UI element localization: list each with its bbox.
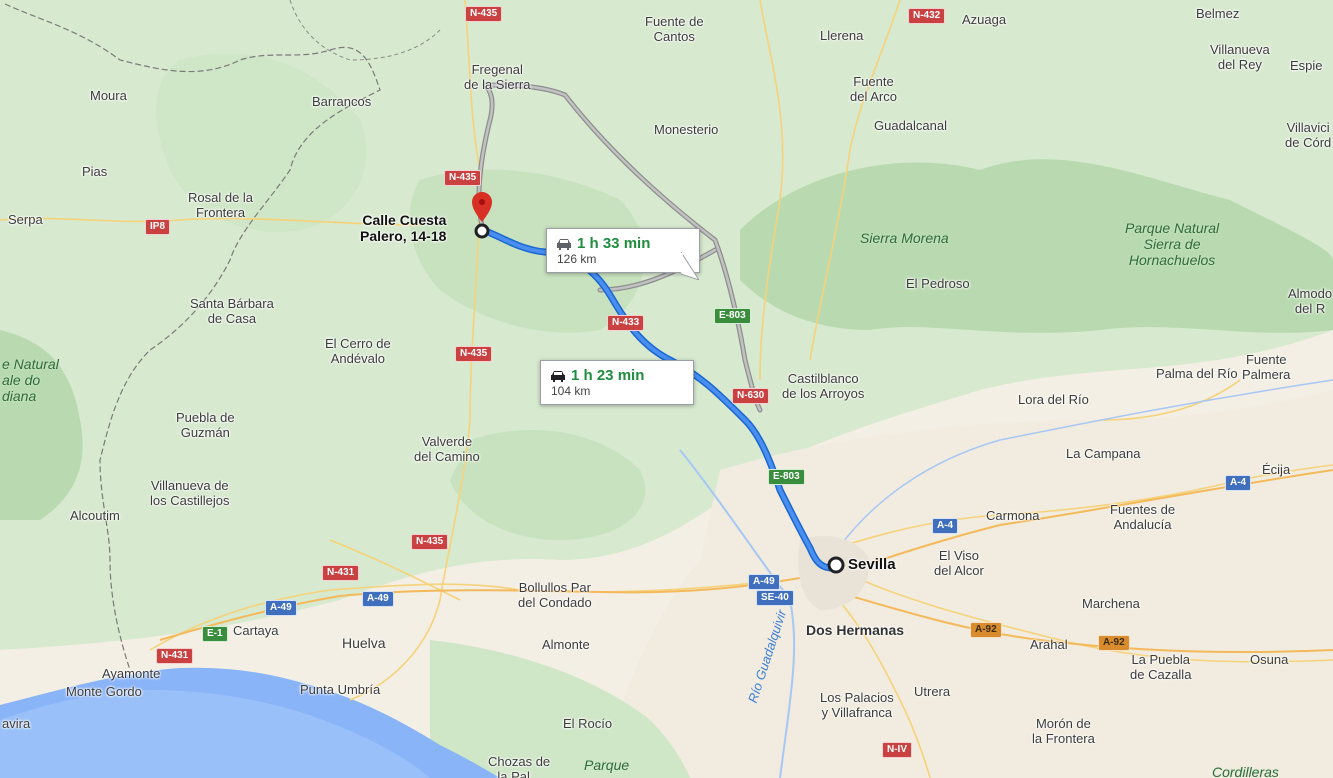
route-primary-time: 1 h 23 min	[571, 367, 645, 384]
town-chozas[interactable]: Chozas de la Pal...	[488, 754, 551, 778]
park-label-cordilleras: Cordilleras	[1212, 764, 1279, 778]
town-utrera[interactable]: Utrera	[914, 684, 951, 699]
road-shield-n435-top: N-435	[465, 6, 503, 22]
town-ayamonte[interactable]: Ayamonte	[102, 666, 161, 681]
town-serpa[interactable]: Serpa	[8, 212, 43, 227]
park-label-hornachuelos: Parque Natural Sierra de Hornachuelos	[1125, 220, 1220, 268]
park-label-sierra-morena: Sierra Morena	[860, 230, 949, 246]
road-shield-ip8: IP8	[145, 219, 171, 235]
town-la-campana[interactable]: La Campana	[1066, 446, 1141, 461]
town-santa-barbara[interactable]: Santa Bárbara de Casa	[190, 296, 274, 326]
road-shield-se40: SE-40	[756, 590, 794, 606]
town-lora-del-rio[interactable]: Lora del Río	[1018, 392, 1089, 407]
park-label-parque: Parque	[584, 757, 630, 773]
place-destination[interactable]: Calle Cuesta Palero, 14-18	[360, 212, 447, 244]
town-pias[interactable]: Pias	[82, 164, 108, 179]
route-primary-distance: 104 km	[551, 384, 591, 398]
route-alt-distance: 126 km	[557, 252, 597, 266]
town-monesterio[interactable]: Monesterio	[654, 122, 719, 137]
road-shield-n433: N-433	[607, 315, 645, 331]
town-castilblanco[interactable]: Castilblanco de los Arroyos	[782, 371, 865, 401]
town-ecija[interactable]: Écija	[1262, 462, 1291, 477]
road-shield-n431-a: N-431	[322, 565, 360, 581]
town-almonte[interactable]: Almonte	[542, 637, 590, 652]
town-el-rocio[interactable]: El Rocío	[563, 716, 613, 731]
town-azuaga[interactable]: Azuaga	[962, 12, 1007, 27]
route-primary-callout[interactable]: 1 h 23 min 104 km	[540, 360, 694, 405]
road-shield-a49-b: A-49	[362, 591, 394, 607]
road-shield-n435-b: N-435	[455, 346, 493, 362]
town-guadalcanal[interactable]: Guadalcanal	[874, 118, 947, 133]
road-shield-n435-a: N-435	[444, 170, 482, 186]
origin-marker	[827, 556, 845, 574]
town-fuente-del-arco[interactable]: Fuente del Arco	[850, 74, 897, 104]
town-valverde[interactable]: Valverde del Camino	[414, 434, 480, 464]
road-shield-e1: E-1	[202, 626, 228, 642]
town-villanueva-del-rey[interactable]: Villanueva del Rey	[1210, 42, 1270, 72]
place-sevilla[interactable]: Sevilla	[848, 556, 896, 573]
road-shield-a4-a: A-4	[1225, 475, 1252, 491]
town-villanueva-castillejos[interactable]: Villanueva de los Castillejos	[150, 478, 230, 508]
town-belmez[interactable]: Belmez	[1196, 6, 1240, 21]
town-fregenal[interactable]: Fregenal de la Sierra	[464, 62, 531, 92]
town-bollullos[interactable]: Bollullos Par del Condado	[518, 580, 592, 610]
road-shield-a92-b: A-92	[1098, 635, 1130, 651]
route-alt-callout-tail	[681, 252, 699, 280]
town-tavira[interactable]: avira	[2, 716, 31, 731]
town-fuente-palmera[interactable]: Fuente Palmera	[1242, 352, 1291, 382]
town-el-viso[interactable]: El Viso del Alcor	[934, 548, 984, 578]
town-barrancos[interactable]: Barrancos	[312, 94, 372, 109]
road-shield-niv: N-IV	[882, 742, 912, 758]
town-alcoutim[interactable]: Alcoutim	[70, 508, 120, 523]
destination-pin	[472, 192, 492, 239]
road-shield-n630: N-630	[732, 388, 770, 404]
town-llerena[interactable]: Llerena	[820, 28, 864, 43]
car-icon	[557, 238, 571, 250]
town-monte-gordo[interactable]: Monte Gordo	[66, 684, 142, 699]
town-huelva[interactable]: Huelva	[342, 635, 386, 651]
road-shield-a49-a: A-49	[748, 574, 780, 590]
town-el-cerro[interactable]: El Cerro de Andévalo	[325, 336, 391, 366]
route-alt-time: 1 h 33 min	[577, 235, 651, 252]
town-la-puebla-de-cazalla[interactable]: La Puebla de Cazalla	[1130, 652, 1192, 682]
town-rosal[interactable]: Rosal de la Frontera	[188, 190, 254, 220]
town-carmona[interactable]: Carmona	[986, 508, 1040, 523]
road-shield-a49-c: A-49	[265, 600, 297, 616]
road-shield-n435-c: N-435	[411, 534, 449, 550]
road-shield-e803-a: E-803	[714, 308, 751, 324]
road-shield-a92-a: A-92	[970, 622, 1002, 638]
town-villaviciosa[interactable]: Villavici de Córd	[1285, 120, 1332, 150]
road-shield-e803-b: E-803	[768, 469, 805, 485]
town-moura[interactable]: Moura	[90, 88, 127, 103]
town-puebla-de-guzman[interactable]: Puebla de Guzmán	[176, 410, 235, 440]
town-fuentes-de-andalucia[interactable]: Fuentes de Andalucía	[1110, 502, 1176, 532]
town-almodovar[interactable]: Almodo del R	[1288, 286, 1333, 316]
town-marchena[interactable]: Marchena	[1082, 596, 1140, 611]
town-palma-del-rio[interactable]: Palma del Río	[1156, 366, 1238, 381]
town-moron[interactable]: Morón de la Frontera	[1032, 716, 1095, 746]
town-el-pedroso[interactable]: El Pedroso	[906, 276, 970, 291]
route-alt-callout[interactable]: 1 h 33 min 126 km	[546, 228, 700, 273]
town-los-palacios[interactable]: Los Palacios y Villafranca	[820, 690, 894, 720]
road-shield-n432: N-432	[908, 8, 946, 24]
town-arahal[interactable]: Arahal	[1030, 637, 1068, 652]
town-osuna[interactable]: Osuna	[1250, 652, 1289, 667]
place-dos-hermanas[interactable]: Dos Hermanas	[806, 622, 905, 638]
car-icon	[551, 370, 565, 382]
park-label-vale: e Natural ale do diana	[2, 356, 59, 404]
town-cartaya[interactable]: Cartaya	[233, 623, 279, 638]
town-espiel[interactable]: Espie	[1290, 58, 1323, 73]
town-punta-umbria[interactable]: Punta Umbría	[300, 682, 381, 697]
road-shield-n431-b: N-431	[156, 648, 194, 664]
road-shield-a4-b: A-4	[932, 518, 959, 534]
town-fuente-de-cantos[interactable]: Fuente de Cantos	[645, 14, 704, 44]
